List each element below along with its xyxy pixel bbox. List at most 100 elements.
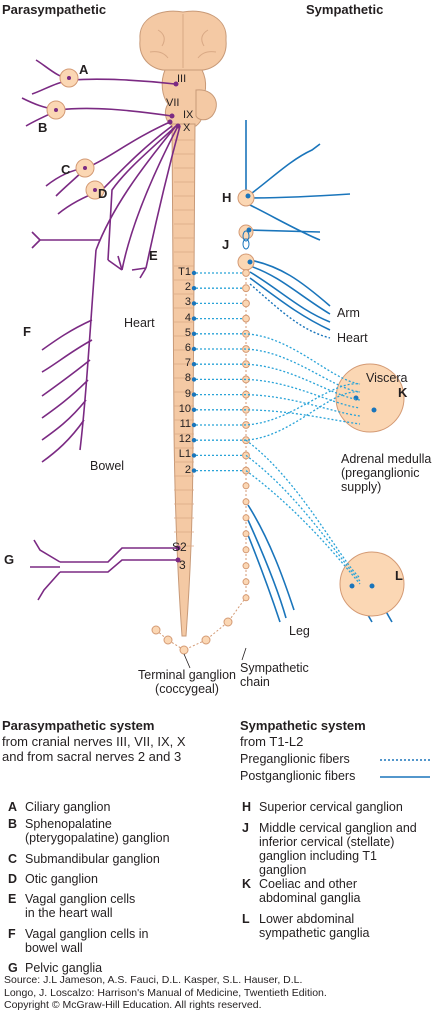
para-system-desc: from cranial nerves III, VII, IX, X and … bbox=[2, 734, 186, 764]
key-letter: E bbox=[8, 892, 17, 906]
key-letter: J bbox=[242, 821, 249, 835]
key-letter: K bbox=[242, 877, 252, 891]
chain-ganglion bbox=[242, 562, 250, 570]
preganglionic-fiber bbox=[196, 469, 361, 585]
legend-pre: Preganglionic fibers bbox=[240, 752, 350, 766]
preganglionic-origin bbox=[191, 422, 197, 428]
key-description: Vagal ganglion cells in the heart wall bbox=[25, 892, 136, 920]
chain-ganglion bbox=[242, 314, 250, 323]
s3-label: 3 bbox=[179, 558, 186, 572]
parasympathetic-nodes bbox=[54, 76, 181, 563]
letter-j: J bbox=[222, 237, 230, 252]
preganglionic-fiber bbox=[196, 383, 361, 426]
preganglionic-origin bbox=[191, 377, 197, 382]
source-citation: Source: J.L Jameson, A.S. Fauci, D.L. Ka… bbox=[4, 974, 327, 1011]
key-letter: C bbox=[8, 852, 18, 866]
preganglionic-origin bbox=[191, 346, 197, 352]
preganglionic-origin bbox=[191, 301, 197, 306]
autonomic-diagram bbox=[21, 10, 405, 669]
chain-ganglion bbox=[242, 530, 250, 538]
spinal-segment-7: 7 bbox=[184, 357, 191, 370]
chain-ganglion bbox=[242, 498, 250, 506]
para-system-title: Parasympathetic system bbox=[2, 718, 155, 733]
letter-b: B bbox=[38, 120, 48, 135]
preganglionic-origin bbox=[191, 392, 197, 397]
preganglionic-origin bbox=[191, 407, 197, 412]
chain-ganglion bbox=[242, 578, 250, 586]
cn-x-label: X bbox=[183, 122, 191, 134]
preganglionic-fiber bbox=[196, 454, 361, 582]
preganglionic-fiber bbox=[196, 409, 361, 425]
key-letter: L bbox=[242, 912, 250, 926]
preganglionic-origin bbox=[191, 362, 197, 367]
parasympathetic-ganglia bbox=[46, 68, 105, 200]
symp-system-desc: from T1-L2 bbox=[240, 734, 304, 749]
letter-c: C bbox=[61, 162, 71, 177]
sympathetic-chain bbox=[191, 230, 250, 602]
key-description: Sphenopalatine (pterygopalatine) ganglio… bbox=[25, 817, 170, 845]
heart-label-right: Heart bbox=[337, 331, 368, 345]
chain-ganglion bbox=[242, 514, 250, 522]
key-description: Middle cervical ganglion and inferior ce… bbox=[259, 821, 417, 877]
letter-f: F bbox=[23, 324, 31, 339]
parasympathetic-system: Parasympathetic system from cranial nerv… bbox=[2, 718, 186, 764]
spinal-segment-4: 4 bbox=[184, 311, 191, 324]
key-description: Submandibular ganglion bbox=[25, 852, 160, 866]
preganglionic-origin bbox=[191, 270, 197, 276]
chain-ganglion bbox=[242, 594, 250, 602]
preganglionic-origin bbox=[191, 316, 197, 321]
key-description: Superior cervical ganglion bbox=[259, 800, 403, 814]
spinal-segment-13: L1 bbox=[178, 448, 191, 461]
preganglionic-origin bbox=[191, 286, 197, 291]
key-letter: A bbox=[8, 800, 18, 814]
chain-ganglion bbox=[242, 269, 250, 277]
key-description: Lower abdominal sympathetic ganglia bbox=[259, 912, 370, 940]
key-letter: D bbox=[8, 872, 18, 886]
letter-l: L bbox=[395, 568, 403, 583]
chain-ganglion bbox=[242, 284, 250, 293]
spinal-segment-11: 11 bbox=[179, 418, 191, 430]
symp-system-title: Sympathetic system bbox=[240, 718, 366, 733]
key-description: Ciliary ganglion bbox=[25, 800, 111, 814]
spinal-segment-2: 2 bbox=[184, 281, 191, 294]
legend-swatches bbox=[380, 759, 430, 778]
heart-label-left: Heart bbox=[124, 316, 155, 330]
terminal-ganglion-label: Terminal ganglion (coccygeal) bbox=[138, 668, 236, 696]
preganglionic-fiber bbox=[196, 391, 361, 579]
arm-label: Arm bbox=[337, 306, 360, 320]
letter-e: E bbox=[149, 248, 158, 263]
spinal-segment-5: 5 bbox=[184, 326, 191, 339]
cn-vii-label: VII bbox=[166, 97, 180, 109]
preganglionic-fiber bbox=[196, 378, 361, 409]
chain-ganglion bbox=[242, 482, 250, 490]
sympathetic-system: Sympathetic system from T1-L2 bbox=[240, 718, 366, 749]
spinal-segment-3: 3 bbox=[184, 296, 191, 309]
letter-d: D bbox=[98, 186, 108, 201]
viscera-label: Viscera bbox=[366, 371, 408, 385]
preganglionic-origin bbox=[191, 453, 197, 458]
s2-label: S2 bbox=[172, 540, 187, 554]
bowel-label: Bowel bbox=[90, 459, 125, 473]
sympathetic-header: Sympathetic bbox=[306, 2, 384, 17]
preganglionic-origin bbox=[191, 331, 197, 336]
parasympathetic-fibers bbox=[21, 59, 181, 601]
spinal-segment-12: 12 bbox=[178, 433, 191, 446]
leg-label: Leg bbox=[289, 624, 310, 638]
letter-h: H bbox=[222, 190, 232, 205]
letter-k: K bbox=[398, 385, 408, 400]
spinal-segment-10: 10 bbox=[178, 402, 191, 415]
key-letter: F bbox=[8, 927, 16, 941]
preganglionic-fiber bbox=[196, 348, 361, 393]
parasympathetic-header: Parasympathetic bbox=[2, 2, 107, 17]
key-description: Vagal ganglion cells in bowel wall bbox=[25, 927, 149, 955]
chain-ganglion bbox=[242, 299, 250, 308]
key-description: Coeliac and other abdominal ganglia bbox=[259, 877, 361, 905]
preganglionic-origin bbox=[191, 438, 197, 443]
cn-ix-label: IX bbox=[183, 109, 194, 121]
cn-iii-label: III bbox=[177, 73, 187, 85]
key-letter: G bbox=[8, 961, 18, 975]
legend-post: Postganglionic fibers bbox=[240, 769, 356, 783]
letter-a: A bbox=[79, 62, 89, 77]
preganglionic-fiber bbox=[196, 333, 361, 385]
spinal-segment-8: 8 bbox=[184, 372, 191, 385]
